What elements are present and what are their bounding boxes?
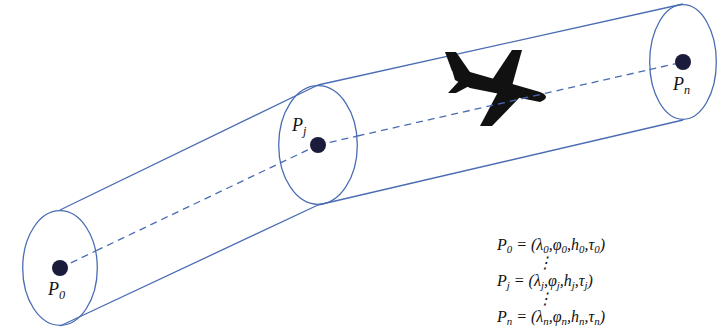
waypoint-ellipse: Pn bbox=[649, 4, 717, 120]
point-label: Pj bbox=[292, 115, 306, 135]
point-label: Pn bbox=[673, 74, 690, 94]
ellipse-outline bbox=[649, 4, 717, 120]
ellipse-outline bbox=[650, 5, 717, 120]
ellipse-outline bbox=[278, 85, 358, 205]
point-equation: P0 = (λ0,φ0,h0,τ0) bbox=[497, 236, 605, 254]
point-label: P0 bbox=[48, 279, 65, 299]
route-centerline bbox=[96, 163, 280, 251]
point-equation: Pn = (λn,φn,hn,τn) bbox=[497, 308, 605, 326]
tube-outline bbox=[60, 205, 318, 326]
waypoint-ellipse: Pj bbox=[278, 85, 358, 205]
ellipse-outline bbox=[22, 210, 98, 326]
point-equation: Pj = (λj,φj,hj,τj) bbox=[497, 272, 593, 290]
tube-outline bbox=[318, 4, 683, 85]
route-centerline bbox=[358, 70, 650, 136]
waypoint-ellipse: P0 bbox=[22, 210, 98, 326]
waypoint-dot bbox=[52, 260, 68, 276]
ellipse-outline bbox=[279, 86, 358, 205]
ellipsis-dots: ⋮ bbox=[537, 254, 553, 272]
ellipse-outline bbox=[23, 211, 98, 326]
airplane-icon bbox=[445, 50, 546, 126]
waypoint-dot bbox=[310, 137, 326, 153]
ellipsis-dots: ⋮ bbox=[537, 290, 553, 308]
waypoint-dot bbox=[675, 54, 691, 70]
